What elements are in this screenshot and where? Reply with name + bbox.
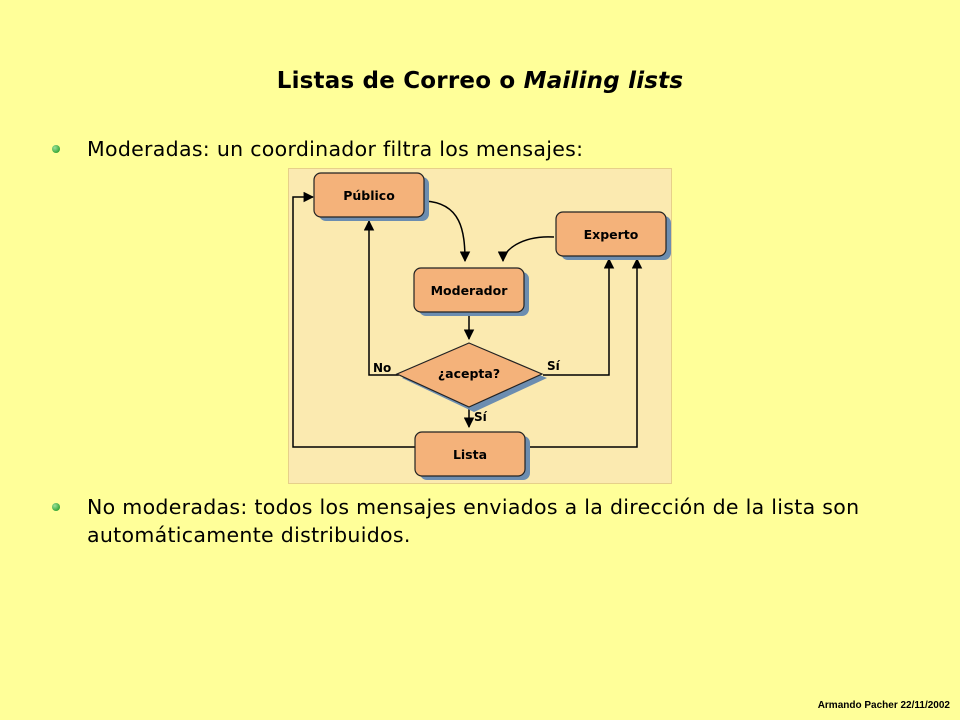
node-lista-label: Lista xyxy=(453,447,487,462)
node-moderador-label: Moderador xyxy=(431,283,509,298)
bullet-dot-icon xyxy=(52,145,60,153)
flow-connectors xyxy=(292,191,643,448)
node-moderador: Moderador xyxy=(413,267,529,316)
node-experto-label: Experto xyxy=(584,227,639,242)
slide-title: Listas de Correo o Mailing lists xyxy=(0,68,960,94)
node-publico-label: Público xyxy=(343,188,395,203)
footer-credit: Armando Pacher 22/11/2002 xyxy=(817,700,950,711)
branch-label-si-right: Sí xyxy=(547,359,561,373)
node-lista: Lista xyxy=(414,431,530,480)
flowchart-diagram: Público Experto Moderador ¿acepta? Lista xyxy=(288,168,672,484)
branch-label-si-down: Sí xyxy=(474,410,488,424)
bullet-text: No moderadas: todos los mensajes enviado… xyxy=(87,495,860,547)
title-main-text: Listas de Correo o xyxy=(276,68,524,94)
node-publico: Público xyxy=(313,172,429,221)
node-experto: Experto xyxy=(555,211,671,260)
branch-label-no: No xyxy=(373,361,391,375)
bullet-text: Moderadas: un coordinador filtra los men… xyxy=(87,137,584,161)
node-acepta: ¿acepta? xyxy=(395,342,547,412)
node-acepta-label: ¿acepta? xyxy=(438,366,500,381)
bullet-dot-icon xyxy=(52,503,60,511)
title-italic-text: Mailing lists xyxy=(523,68,684,94)
